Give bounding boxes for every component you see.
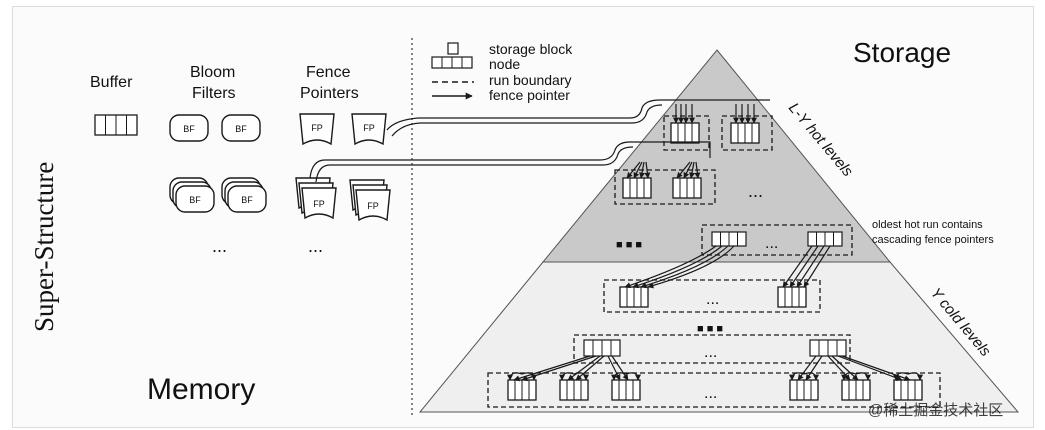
- svg-text:FP: FP: [313, 199, 325, 209]
- run-boundary: [721, 115, 773, 151]
- svg-text:BF: BF: [241, 195, 253, 205]
- run-boundary: [573, 334, 851, 364]
- node: [777, 286, 807, 308]
- node-icon: [431, 56, 473, 69]
- svg-text:BF: BF: [189, 195, 201, 205]
- bloom-ellipsis: ...: [212, 236, 227, 256]
- fence-pointer-icon: FP: [351, 113, 387, 145]
- bloom-filter-stack-icon: BF: [221, 177, 267, 213]
- bloom-label-line1: Bloom: [190, 64, 235, 81]
- super-structure-label: Super-Structure: [29, 162, 59, 332]
- run-ellipsis: ...: [706, 291, 719, 308]
- node: [841, 379, 871, 401]
- storage-block-icon: [447, 42, 459, 55]
- storage-title: Storage: [853, 37, 951, 68]
- legend-label-node: node: [489, 56, 520, 72]
- node: [789, 379, 819, 401]
- bloom-filter-icon: BF: [221, 114, 261, 142]
- memory-title: Memory: [147, 373, 255, 406]
- legend-label-fence-pointer: fence pointer: [489, 87, 570, 103]
- fence-label-line2: Pointers: [300, 85, 359, 102]
- annotation-line1: oldest hot run contains: [872, 219, 983, 231]
- svg-text:FP: FP: [311, 123, 323, 133]
- run-boundary: [663, 115, 710, 151]
- run-ellipsis: ...: [765, 235, 778, 252]
- node: [583, 339, 621, 357]
- node: [711, 231, 747, 247]
- fence-pointer-stack-icon: FP: [295, 177, 337, 219]
- fence-pointer-arrows: [309, 99, 923, 382]
- node: [622, 177, 652, 199]
- oldest-hot-run-boundary: [701, 224, 853, 256]
- node: [619, 286, 649, 308]
- node: [672, 177, 702, 199]
- fence-label-line1: Fence: [306, 64, 351, 81]
- run-boundary: [603, 279, 821, 313]
- run-ellipsis: ...: [704, 344, 717, 361]
- bloom-filter-stack-icon: BF: [169, 177, 215, 213]
- buffer-label: Buffer: [90, 74, 133, 91]
- svg-text:BF: BF: [235, 124, 247, 134]
- watermark: @稀土掘金技术社区: [868, 402, 1003, 419]
- bloom-label-line2: Filters: [192, 85, 236, 102]
- buffer-icon: [94, 114, 138, 136]
- legend: storage block node run boundary fence po…: [431, 41, 573, 103]
- run-boundary: [487, 372, 941, 408]
- run-boundary: [614, 169, 716, 205]
- run-ellipsis: ...: [748, 181, 763, 201]
- svg-text:FP: FP: [363, 123, 375, 133]
- node: [807, 231, 843, 247]
- node: [507, 379, 537, 401]
- node: [559, 379, 589, 401]
- level-dots: ■ ■ ■: [616, 239, 642, 251]
- node: [809, 339, 847, 357]
- node: [670, 122, 700, 144]
- node: [730, 122, 760, 144]
- level-dots: ■ ■ ■: [697, 323, 723, 335]
- svg-text:BF: BF: [183, 124, 195, 134]
- annotation-line2: cascading fence pointers: [872, 234, 994, 246]
- node: [893, 379, 923, 401]
- fence-ellipsis: ...: [308, 236, 323, 256]
- node: [611, 379, 641, 401]
- fence-pointer-icon: FP: [299, 113, 335, 145]
- legend-label-run-boundary: run boundary: [489, 72, 572, 88]
- svg-text:FP: FP: [367, 201, 379, 211]
- bloom-filter-icon: BF: [169, 114, 209, 142]
- fence-pointer-stack-icon: FP: [349, 179, 391, 221]
- run-ellipsis: ...: [704, 385, 717, 402]
- legend-label-storage-block: storage block: [489, 41, 573, 57]
